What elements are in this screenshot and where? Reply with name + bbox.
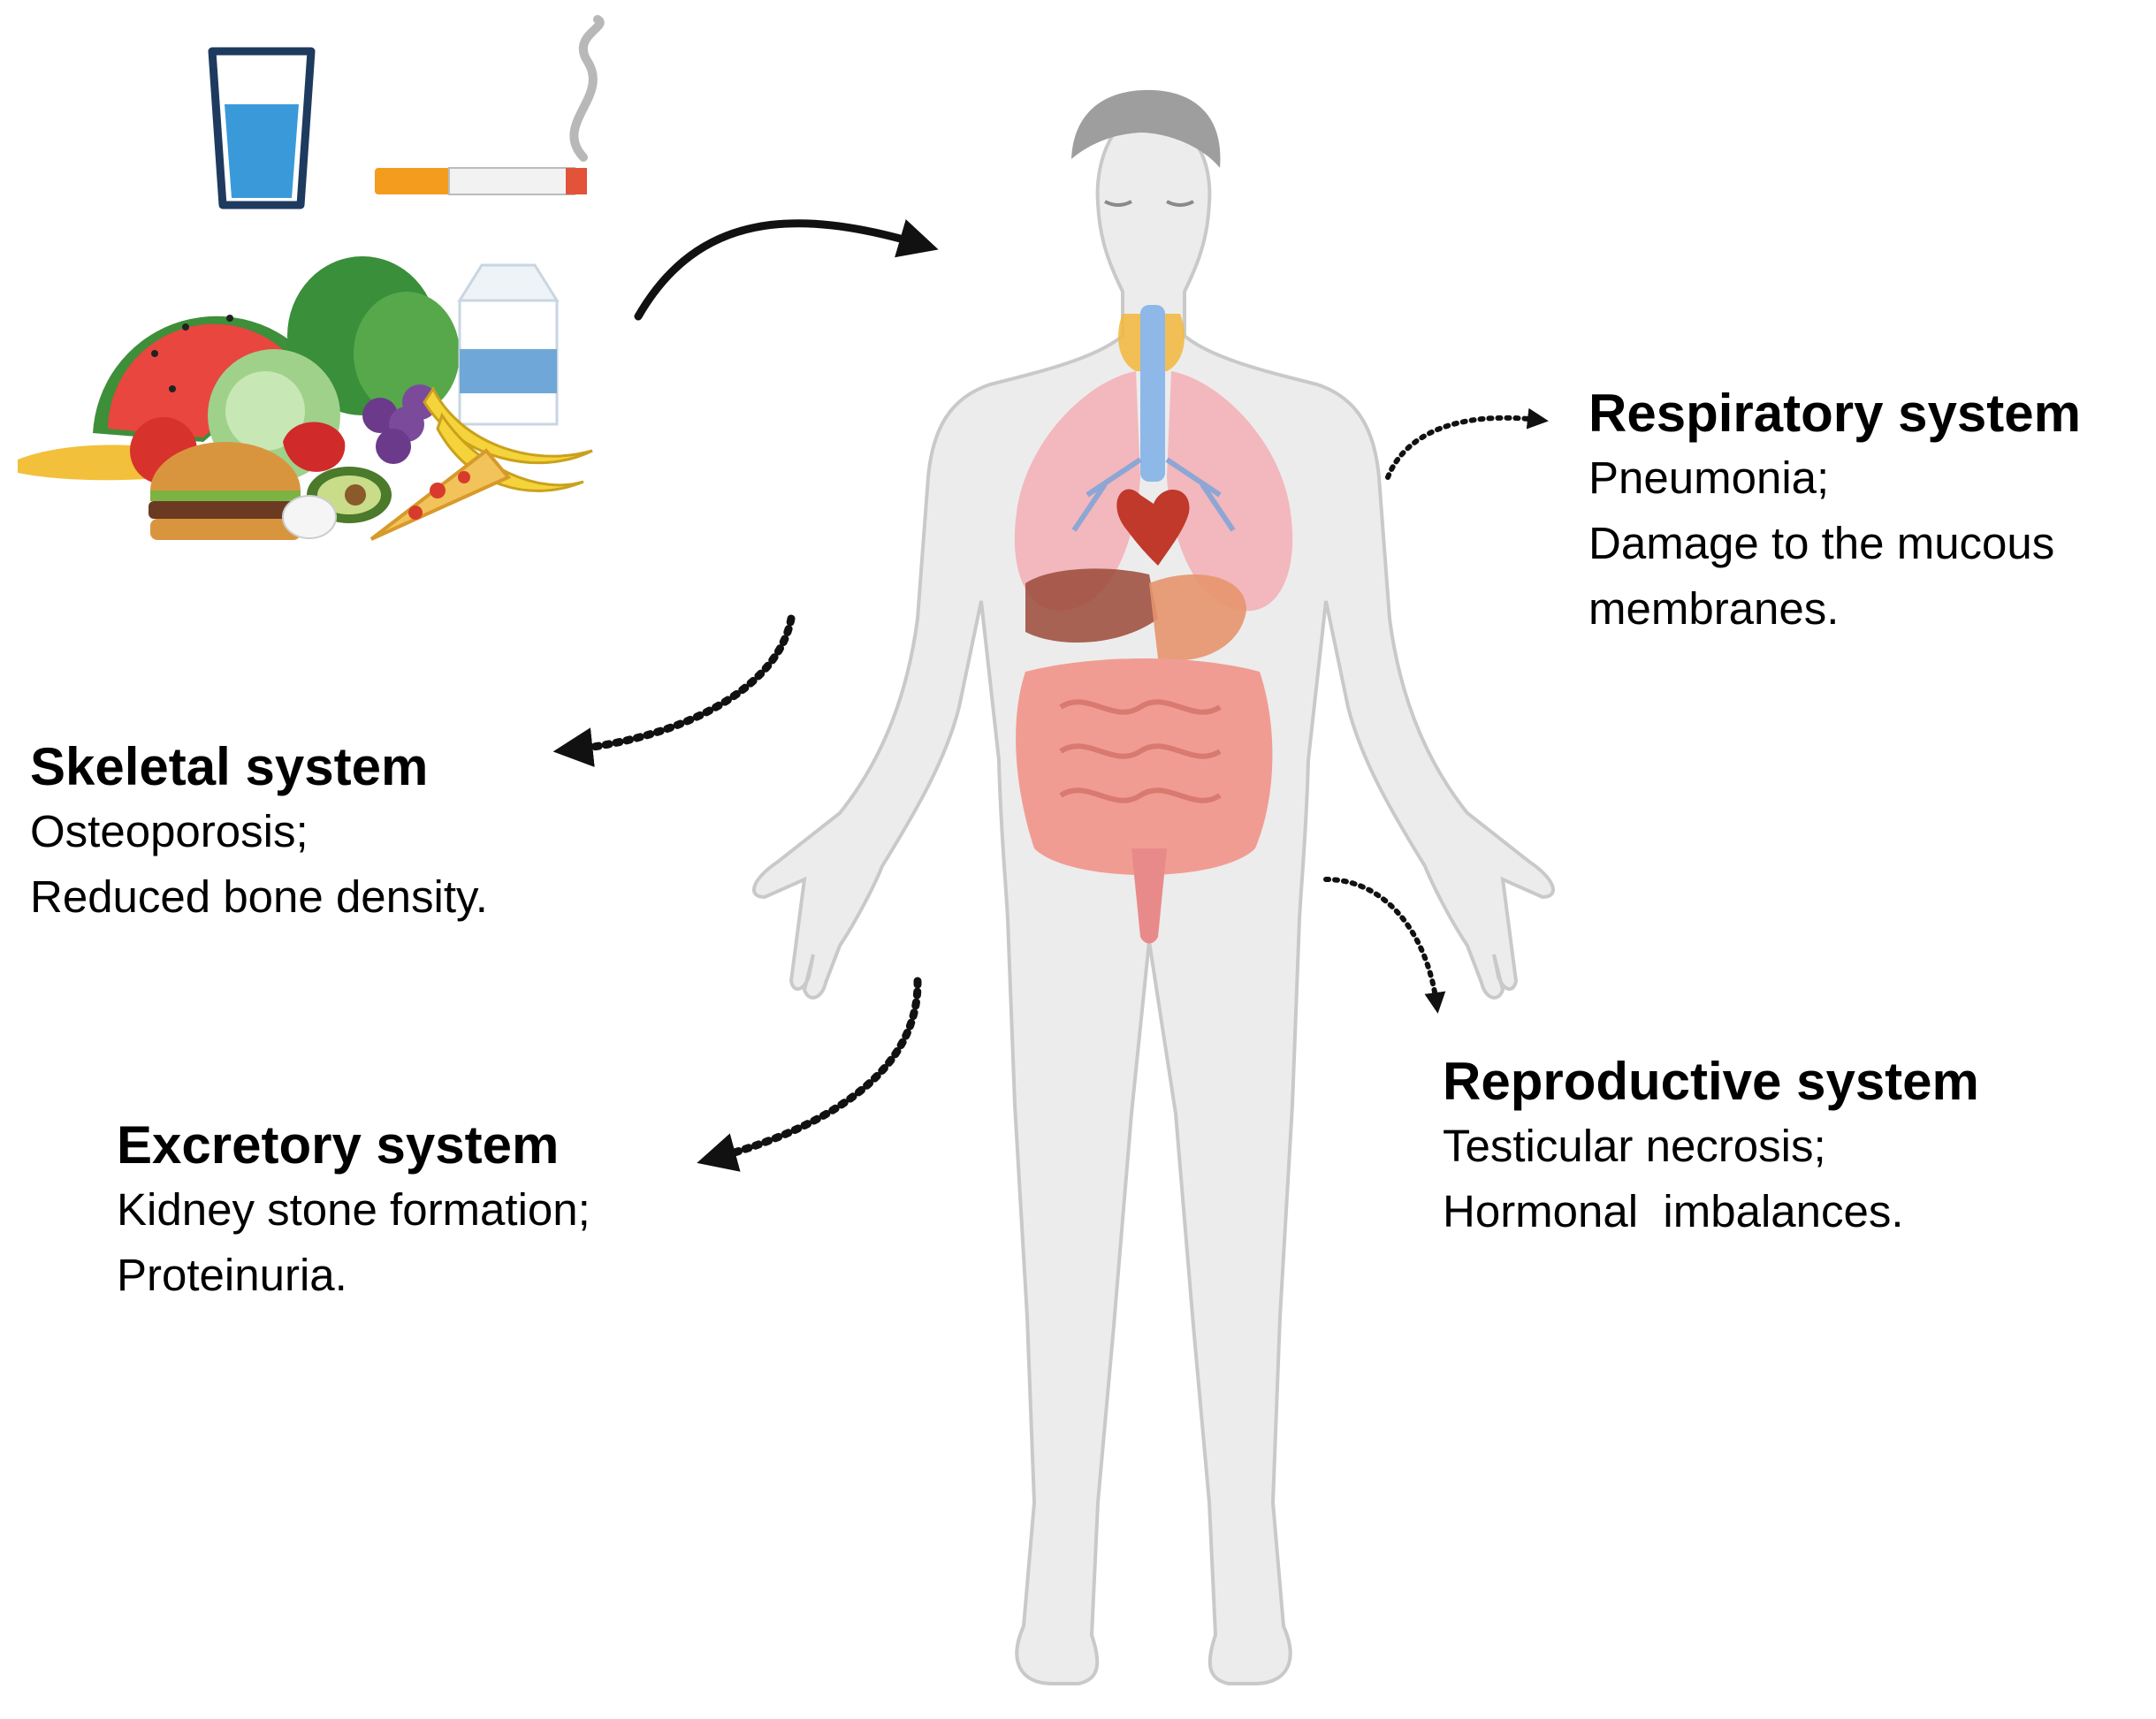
reproductive-effect-2: Hormonal imbalances. [1443, 1186, 1904, 1236]
arrow-to-reproductive [1323, 877, 1446, 1014]
reproductive-title: Reproductive system [1443, 1052, 1979, 1111]
excretory-effect-2: Proteinuria. [117, 1250, 347, 1300]
skeletal-title: Skeletal system [30, 737, 429, 796]
human-body-icon [752, 89, 1555, 1685]
cigarette-icon [375, 15, 605, 195]
arrow-to-excretory [697, 977, 922, 1172]
arrow-to-skeletal [552, 614, 796, 767]
respiratory-system-label: Respiratory system Pneumonia; Damage to … [1588, 382, 2081, 642]
respiratory-effect-1: Pneumonia; [1588, 453, 1830, 503]
respiratory-effect-2: Damage to the mucous [1588, 518, 2055, 568]
reproductive-system-label: Reproductive system Testicular necrosis;… [1443, 1050, 1979, 1244]
skeletal-system-label: Skeletal system Osteoporosis; Reduced bo… [30, 735, 488, 930]
water-glass-icon [208, 47, 316, 209]
respiratory-effect-3: membranes. [1588, 583, 1840, 634]
excretory-system-label: Excretory system Kidney stone formation;… [117, 1114, 590, 1308]
arrow-to-respiratory [1385, 407, 1549, 480]
skeletal-effect-1: Osteoporosis; [30, 806, 309, 856]
curved-arrow-icon [634, 219, 939, 321]
reproductive-effect-1: Testicular necrosis; [1443, 1121, 1826, 1171]
excretory-effect-1: Kidney stone formation; [117, 1184, 590, 1235]
respiratory-title: Respiratory system [1588, 384, 2081, 443]
excretory-title: Excretory system [117, 1115, 560, 1175]
food-pile-icon [18, 256, 593, 541]
skeletal-effect-2: Reduced bone density. [30, 871, 488, 922]
